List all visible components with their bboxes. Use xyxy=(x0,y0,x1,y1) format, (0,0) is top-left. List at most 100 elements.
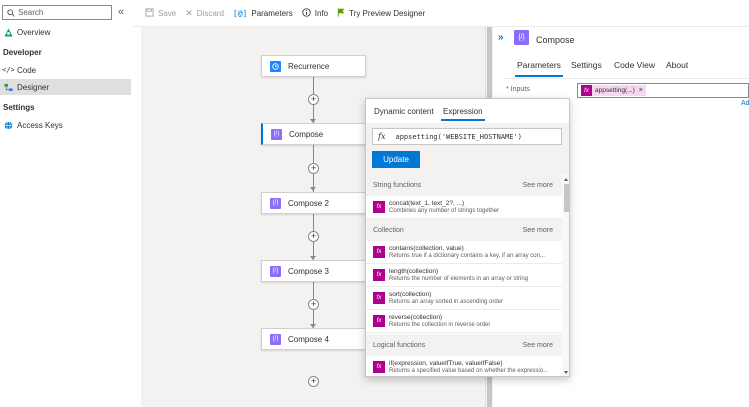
add-dynamic-content-link[interactable]: Ad xyxy=(741,100,749,107)
close-icon: ✕ xyxy=(185,7,193,18)
see-more-link[interactable]: See more xyxy=(522,181,553,189)
overview-icon xyxy=(4,27,13,37)
expression-popup: Dynamic content Expression fx appsetting… xyxy=(365,98,570,377)
token-label: appsetting(...) xyxy=(595,87,635,94)
discard-label: Discard xyxy=(196,8,224,18)
function-signature: contains(collection, value) xyxy=(389,245,464,252)
function-item-length[interactable]: fx length(collection) Returns the number… xyxy=(366,264,562,287)
see-more-link[interactable]: See more xyxy=(522,341,553,349)
search-input[interactable] xyxy=(18,8,108,17)
compose-icon: {/} xyxy=(271,128,282,140)
globe-icon xyxy=(4,120,13,130)
expression-input[interactable]: fx appsetting('WEBSITE_HOSTNAME') xyxy=(372,128,562,145)
search-box[interactable] xyxy=(2,5,112,20)
category-header-collection: Collection See more xyxy=(366,219,562,241)
function-description: Returns the number of elements in an arr… xyxy=(389,276,529,282)
collapse-sidebar-button[interactable]: « xyxy=(118,6,125,18)
inputs-label: * Inputs xyxy=(506,86,530,93)
tab-code-view[interactable]: Code View xyxy=(614,60,655,70)
section-header-developer: Developer xyxy=(3,48,42,57)
step-card-compose-4[interactable]: {/} Compose 4 xyxy=(261,328,366,350)
category-label: Collection xyxy=(373,226,404,234)
function-icon: fx xyxy=(581,85,592,96)
sidebar-item-access-keys[interactable]: Access Keys xyxy=(0,117,131,133)
save-label: Save xyxy=(158,8,177,18)
connector-arrow xyxy=(310,324,316,328)
toolbar-divider xyxy=(133,26,749,27)
function-icon: fx xyxy=(378,132,386,141)
function-description: Combines any number of strings together xyxy=(389,208,500,214)
save-button[interactable]: Save xyxy=(145,7,177,19)
function-list-scrollbar[interactable] xyxy=(562,174,569,376)
info-label: Info xyxy=(314,8,329,18)
parameters-label: Parameters xyxy=(251,8,293,18)
function-icon: fx xyxy=(373,361,385,373)
insert-step-button[interactable]: + xyxy=(308,163,319,174)
see-more-link[interactable]: See more xyxy=(522,226,553,234)
function-signature: length(collection) xyxy=(389,268,439,275)
function-description: Returns the collection in reverse order xyxy=(389,322,491,328)
tab-divider xyxy=(503,78,749,79)
search-icon xyxy=(7,8,15,17)
sidebar-item-code[interactable]: </> Code xyxy=(0,62,131,78)
function-description: Returns an array sorted in ascending ord… xyxy=(389,299,504,305)
scroll-down-icon[interactable] xyxy=(564,371,568,374)
sidebar-item-label: Designer xyxy=(17,82,50,92)
tab-dynamic-content[interactable]: Dynamic content xyxy=(374,107,434,116)
save-icon xyxy=(145,7,154,19)
scroll-up-icon[interactable] xyxy=(564,178,568,181)
designer-icon xyxy=(4,83,13,92)
parameters-icon: [@] xyxy=(232,8,248,18)
insert-step-button[interactable]: + xyxy=(308,299,319,310)
function-item-sort[interactable]: fx sort(collection) Returns an array sor… xyxy=(366,287,562,310)
expression-editor: fx appsetting('WEBSITE_HOSTNAME') Update xyxy=(366,123,569,174)
category-label: String functions xyxy=(373,181,422,189)
scrollbar-thumb[interactable] xyxy=(564,184,569,212)
step-card-compose-2[interactable]: {/} Compose 2 xyxy=(261,192,366,214)
function-icon: fx xyxy=(373,292,385,304)
expand-panel-icon[interactable]: » xyxy=(498,32,504,43)
insert-step-button[interactable]: + xyxy=(308,94,319,105)
expression-token[interactable]: fx appsetting(...) × xyxy=(581,85,646,96)
clock-icon xyxy=(270,60,281,72)
function-signature: sort(collection) xyxy=(389,291,432,298)
try-preview-designer-button[interactable]: Try Preview Designer xyxy=(337,7,425,19)
function-signature: if(expression, valueIfTrue, valueIfFalse… xyxy=(389,360,503,367)
inputs-field[interactable]: fx appsetting(...) × xyxy=(577,83,749,98)
discard-button[interactable]: ✕ Discard xyxy=(185,8,224,19)
sidebar-item-label: Access Keys xyxy=(17,120,63,130)
sidebar-item-label: Code xyxy=(17,65,37,75)
remove-token-button[interactable]: × xyxy=(638,87,643,94)
function-item-if[interactable]: fx if(expression, valueIfTrue, valueIfFa… xyxy=(366,356,562,376)
update-button[interactable]: Update xyxy=(372,151,420,168)
info-button[interactable]: Info xyxy=(302,7,329,19)
sidebar-item-designer[interactable]: Designer xyxy=(0,79,131,95)
category-label: Logical functions xyxy=(373,341,426,349)
function-item-concat[interactable]: fx concat(text_1, text_2?, ...) Combines… xyxy=(366,196,562,219)
tab-expression[interactable]: Expression xyxy=(441,107,485,121)
add-new-step-button[interactable]: + xyxy=(308,376,319,387)
panel-title: Compose xyxy=(536,35,575,45)
step-label: Compose 2 xyxy=(288,198,329,208)
function-item-reverse[interactable]: fx reverse(collection) Returns the colle… xyxy=(366,310,562,333)
tab-parameters[interactable]: Parameters xyxy=(515,60,563,77)
function-list[interactable]: String functions See more fx concat(text… xyxy=(366,174,562,376)
compose-icon: {/} xyxy=(514,30,529,45)
expression-value[interactable]: appsetting('WEBSITE_HOSTNAME') xyxy=(395,132,522,141)
tab-about[interactable]: About xyxy=(666,60,689,70)
connector-arrow xyxy=(310,119,316,123)
step-card-compose-3[interactable]: {/} Compose 3 xyxy=(261,260,366,282)
popup-tabs: Dynamic content Expression xyxy=(366,99,569,123)
insert-step-button[interactable]: + xyxy=(308,231,319,242)
step-card-recurrence[interactable]: Recurrence xyxy=(261,55,366,77)
tab-settings[interactable]: Settings xyxy=(571,60,602,70)
function-icon: fx xyxy=(373,315,385,327)
function-item-contains[interactable]: fx contains(collection, value) Returns t… xyxy=(366,241,562,264)
parameters-button[interactable]: [@] Parameters xyxy=(233,9,293,18)
sidebar-item-overview[interactable]: Overview xyxy=(0,24,131,40)
step-card-compose[interactable]: {/} Compose xyxy=(261,123,366,145)
function-description: Returns true if a dictionary contains a … xyxy=(389,253,545,259)
function-icon: fx xyxy=(373,269,385,281)
function-icon: fx xyxy=(373,201,385,213)
connector-arrow xyxy=(310,256,316,260)
